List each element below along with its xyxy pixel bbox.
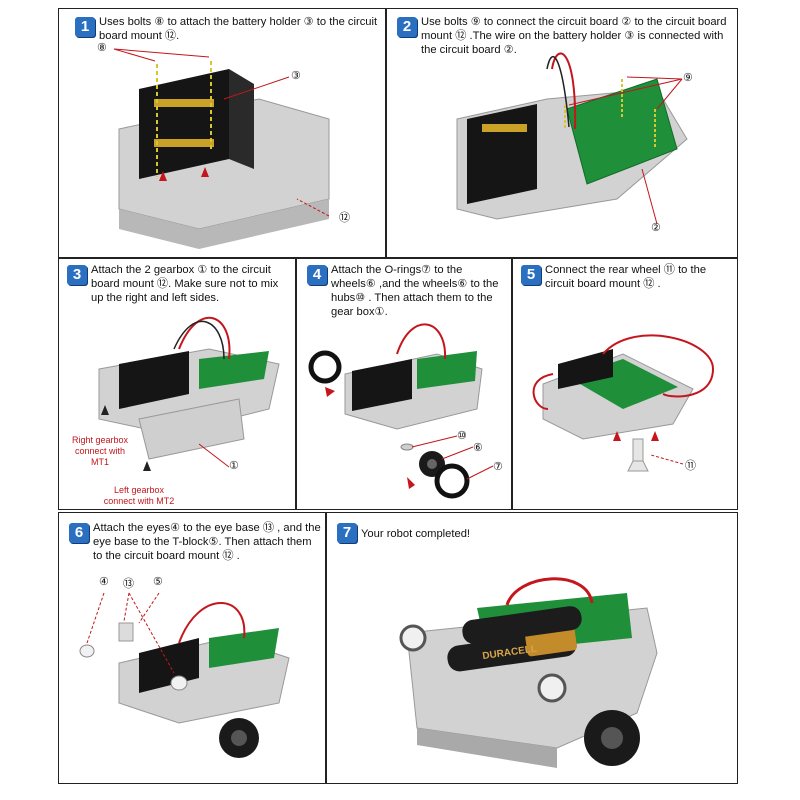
step-4-panel: 4 Attach the O-rings⑦ to the wheels⑥ ,an… (296, 258, 512, 510)
right-gearbox-label: Right gearbox connect with MT1 (71, 435, 129, 467)
step-7-badge: 7 (337, 523, 357, 543)
step-1-badge: 1 (75, 17, 95, 37)
step-7-panel: 7 Your robot completed! DURACELL (326, 512, 738, 784)
step-6-eyes-callout: ④ (99, 576, 109, 588)
step-4-oring-callout: ⑦ (493, 461, 503, 473)
step-3-panel: 3 Attach the 2 gearbox ① to the circuit … (58, 258, 296, 510)
step-3-illustration (98, 316, 280, 471)
step-6-instruction: Attach the eyes④ to the eye base ⑬ , and… (93, 522, 321, 562)
step-5-panel: 5 Connect the rear wheel ⑪ to the circui… (512, 258, 738, 510)
step-4-hub-callout: ⑩ (457, 430, 467, 442)
step-1-bolt-callout: ⑧ (97, 42, 107, 54)
left-gearbox-label: Left gearbox connect with MT2 (103, 485, 175, 506)
step-5-rear-wheel-callout: ⑪ (685, 460, 696, 472)
step-5-illustration (532, 334, 715, 472)
step-4-illustration (308, 323, 494, 499)
step-1-mount-callout: ⑫ (339, 212, 350, 224)
step-6-tblock-callout: ⑤ (153, 576, 163, 588)
step-7-instruction: Your robot completed! (361, 528, 471, 540)
step-3-badge: 3 (67, 265, 87, 285)
step-6-illustration (79, 592, 290, 758)
step-2-illustration (456, 52, 688, 225)
step-2-panel: 2 Use bolts ⑨ to connect the circuit boa… (386, 8, 738, 258)
completed-robot-illustration: DURACELL (399, 577, 658, 768)
step-6-eyebase-callout: ⑬ (123, 578, 134, 590)
step-2-instruction: Use bolts ⑨ to connect the circuit board… (421, 16, 727, 56)
step-2-bolt-callout: ⑨ (683, 72, 693, 84)
step-4-instruction: Attach the O-rings⑦ to the wheels⑥ ,and … (331, 264, 499, 318)
step-1-holder-callout: ③ (291, 70, 301, 82)
step-4-wheel-callout: ⑥ (473, 442, 483, 454)
step-6-badge: 6 (69, 523, 89, 543)
step-6-panel: 6 Attach the eyes④ to the eye base ⑬ , a… (58, 512, 326, 784)
step-4-badge: 4 (307, 265, 327, 285)
step-3-instruction: Attach the 2 gearbox ① to the circuit bo… (91, 264, 279, 304)
step-3-gearbox-callout: ① (229, 460, 239, 472)
step-5-instruction: Connect the rear wheel ⑪ to the circuit … (545, 264, 707, 290)
step-1-panel: 1 Uses bolts ⑧ to attach the battery hol… (58, 8, 386, 258)
step-1-illustration (113, 48, 330, 249)
step-2-badge: 2 (397, 17, 417, 37)
step-1-instruction: Uses bolts ⑧ to attach the battery holde… (99, 16, 378, 42)
step-2-board-callout: ② (651, 222, 661, 234)
step-5-badge: 5 (521, 265, 541, 285)
